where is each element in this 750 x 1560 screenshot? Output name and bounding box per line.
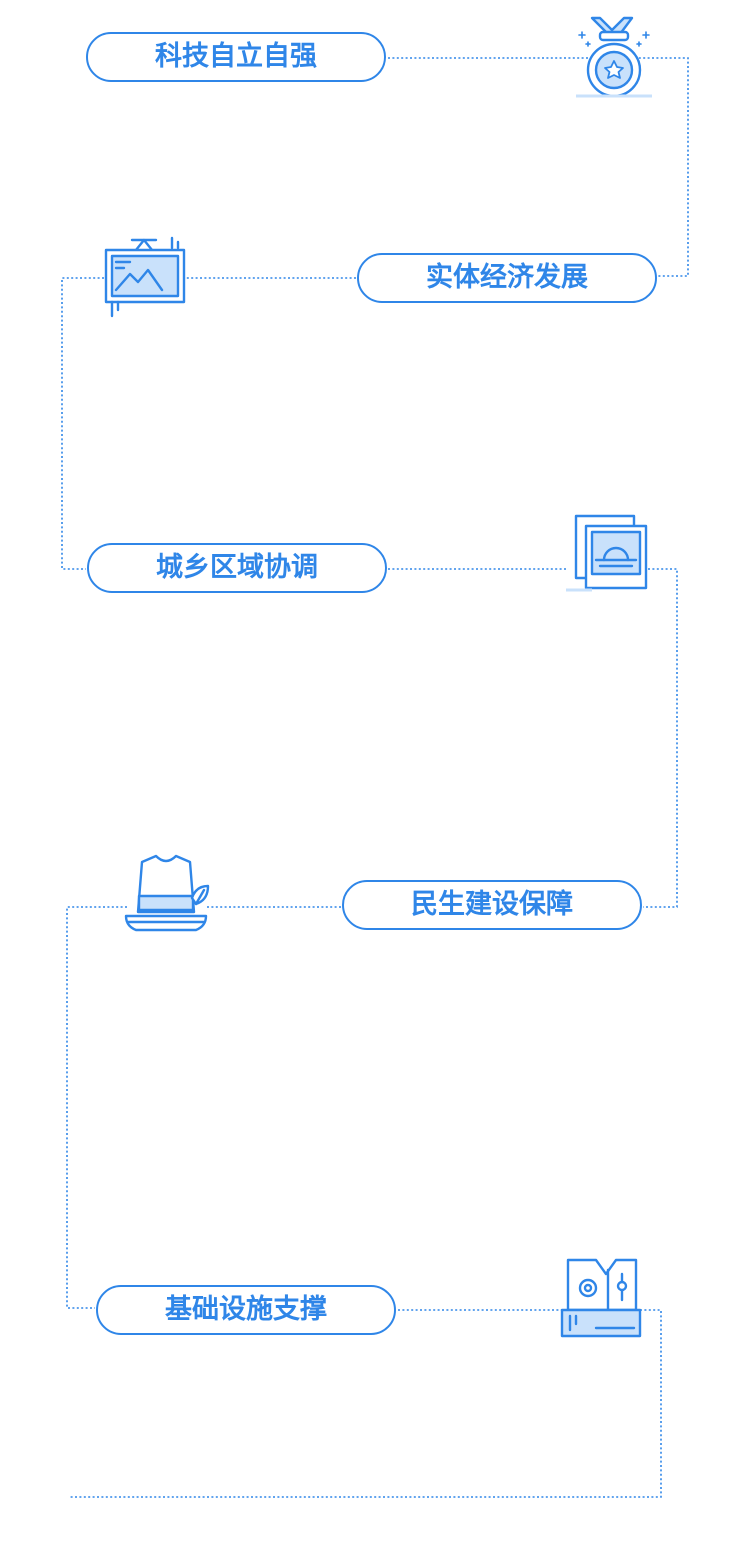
topic-pill-livelihood: 民生建设保障 (342, 880, 642, 930)
topic-pill-urban-rural: 城乡区域协调 (87, 543, 387, 593)
framed-picture-icon (104, 236, 186, 318)
topic-pill-economy: 实体经济发展 (357, 253, 657, 303)
topic-pill-tech: 科技自立自强 (86, 32, 386, 82)
hat-icon (124, 854, 210, 932)
photo-stack-icon (566, 514, 648, 592)
device-panel-icon (560, 1258, 642, 1338)
topic-pill-infrastructure: 基础设施支撑 (96, 1285, 396, 1335)
medal-icon (576, 16, 652, 98)
